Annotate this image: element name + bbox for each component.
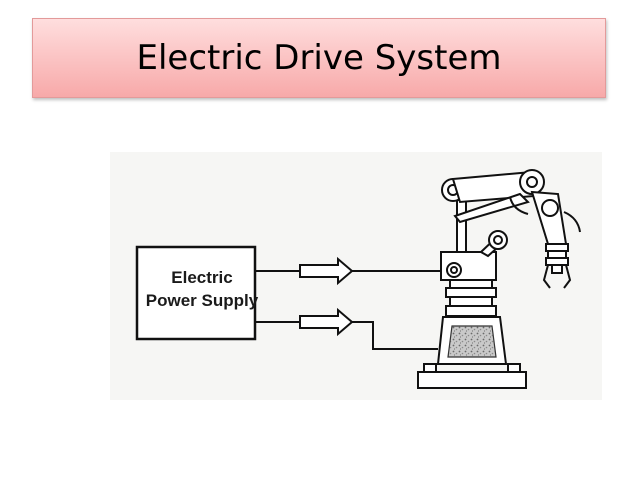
slide-title: Electric Drive System (136, 38, 502, 78)
power-supply-label-line1: Electric (171, 268, 232, 287)
electric-drive-diagram: Electric Power Supply (110, 152, 602, 400)
power-supply-box: Electric Power Supply (135, 245, 259, 341)
upper-power-line (255, 256, 442, 286)
lower-power-line (255, 307, 438, 350)
title-banner: Electric Drive System (32, 18, 606, 98)
robot-arm (417, 169, 581, 389)
power-supply-label-line2: Power Supply (146, 291, 259, 310)
upper-arrow (299, 256, 354, 286)
lower-arrow (299, 307, 354, 337)
diagram-canvas: Electric Power Supply (135, 169, 581, 389)
